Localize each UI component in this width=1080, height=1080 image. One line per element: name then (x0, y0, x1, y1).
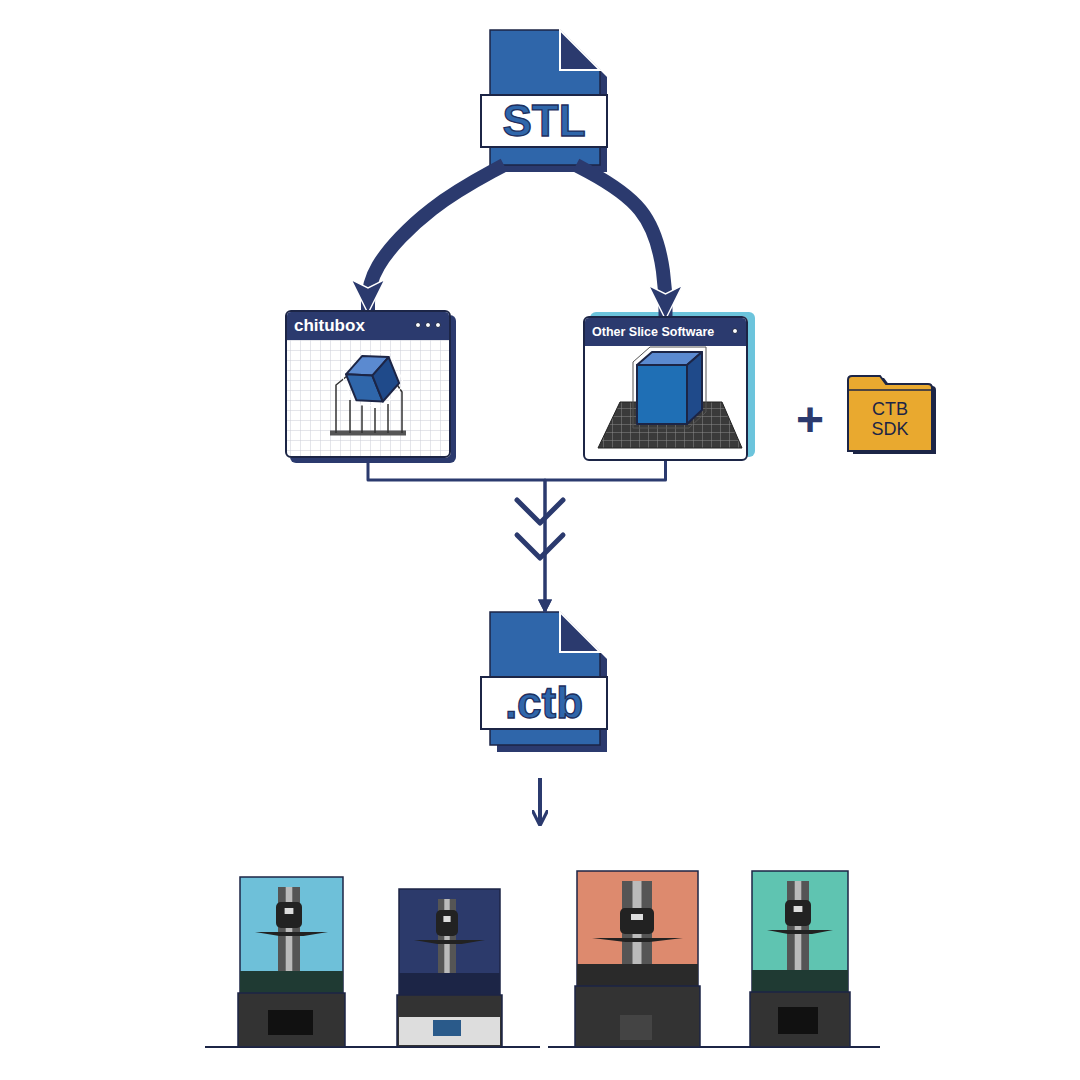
window-dot (732, 328, 738, 334)
printers (238, 871, 850, 1047)
file-label: .ctb (480, 676, 608, 730)
window-dot (425, 322, 431, 328)
file-label: STL (480, 94, 608, 148)
window-title: chitubox (294, 316, 365, 336)
file-icon-box: .ctb (490, 612, 600, 747)
folder-label: CTB SDK (864, 400, 916, 440)
connector-arrow (576, 165, 666, 316)
slicer-window (583, 312, 755, 461)
title-bar: Other Slice Software (585, 318, 746, 346)
window-dot (435, 322, 441, 328)
sdk-folder: CTB SDK (848, 388, 932, 451)
printer (238, 877, 345, 1047)
title-bar: chitubox (287, 312, 449, 340)
chitubox-window (285, 310, 456, 463)
file-extension: STL (502, 96, 585, 146)
connector-arrow (545, 461, 666, 612)
printer (575, 871, 700, 1047)
software-window: chitubox (285, 310, 451, 458)
plus-sign: + (796, 396, 824, 444)
connector-arrow (368, 165, 504, 310)
down-arrow (540, 778, 541, 824)
software-window: Other Slice Software (583, 316, 748, 461)
printer (397, 889, 502, 1047)
window-title: Other Slice Software (592, 325, 714, 339)
printer (750, 871, 850, 1047)
file-extension: .ctb (505, 678, 583, 728)
chevron (517, 500, 563, 558)
connector-arrow (368, 458, 545, 612)
window-dot (415, 322, 421, 328)
folder-icon (848, 376, 936, 454)
file-icon-box: STL (490, 30, 600, 165)
